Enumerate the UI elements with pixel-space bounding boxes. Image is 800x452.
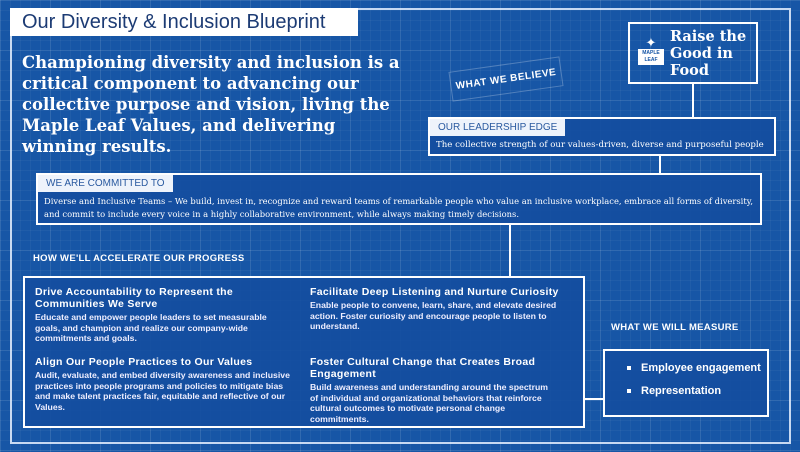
committed-text: Diverse and Inclusive Teams – We build, … [44, 196, 754, 219]
page-title: Our Diversity & Inclusion Blueprint [10, 8, 358, 36]
item-text: Build awareness and understanding around… [310, 382, 548, 424]
logo-badge: MAPLE LEAF [638, 49, 664, 65]
accelerate-box: Drive Accountability to Represent the Co… [23, 276, 585, 428]
item-title: Drive Accountability to Represent the Co… [35, 286, 233, 310]
leadership-edge-label: OUR LEADERSHIP EDGE [430, 119, 566, 136]
tagline-line-1: Raise the [670, 27, 747, 45]
committed-box: WE ARE COMMITTED TO Diverse and Inclusiv… [36, 173, 762, 225]
item-text: Educate and empower people leaders to se… [35, 312, 267, 343]
item-text: Enable people to convene, learn, share, … [310, 300, 557, 331]
intro-statement: Championing diversity and inclusion is a… [22, 53, 400, 156]
measure-item: Representation [627, 385, 767, 397]
item-title: Facilitate Deep Listening and Nurture Cu… [310, 286, 559, 298]
measure-item: Employee engagement [627, 362, 767, 374]
accelerate-item: Facilitate Deep Listening and Nurture Cu… [310, 286, 575, 332]
leadership-edge-text: The collective strength of our values-dr… [436, 140, 764, 150]
maple-leaf-icon: ✦ [645, 35, 657, 50]
connector-line [509, 225, 511, 277]
logo-tagline: Raise the Good in Food [670, 28, 756, 79]
accelerate-item: Drive Accountability to Represent the Co… [35, 286, 290, 344]
measure-box: Employee engagement Representation [603, 349, 769, 417]
accelerate-label: HOW WE'LL ACCELERATE OUR PROGRESS [33, 253, 245, 264]
measure-label: WHAT WE WILL MEASURE [611, 322, 739, 333]
connector-line [692, 84, 694, 118]
committed-label: WE ARE COMMITTED TO [38, 175, 173, 192]
accelerate-item: Foster Cultural Change that Creates Broa… [310, 356, 550, 424]
bullet-icon [627, 366, 631, 371]
logo-box: ✦ MAPLE LEAF Raise the Good in Food [628, 22, 758, 84]
accelerate-item: Align Our People Practices to Our Values… [35, 356, 295, 412]
item-title: Foster Cultural Change that Creates Broa… [310, 356, 536, 380]
item-title: Align Our People Practices to Our Values [35, 356, 253, 368]
bullet-icon [627, 389, 631, 394]
connector-line [585, 398, 603, 400]
item-text: Audit, evaluate, and embed diversity awa… [35, 370, 290, 412]
maple-leaf-logo: ✦ MAPLE LEAF [638, 36, 664, 70]
measure-item-text: Employee engagement [641, 362, 761, 374]
leadership-edge-box: OUR LEADERSHIP EDGE The collective stren… [428, 117, 776, 156]
blueprint-frame [10, 8, 791, 444]
connector-line [659, 156, 661, 174]
measure-item-text: Representation [641, 385, 722, 397]
tagline-line-2: Good in Food [670, 44, 733, 79]
